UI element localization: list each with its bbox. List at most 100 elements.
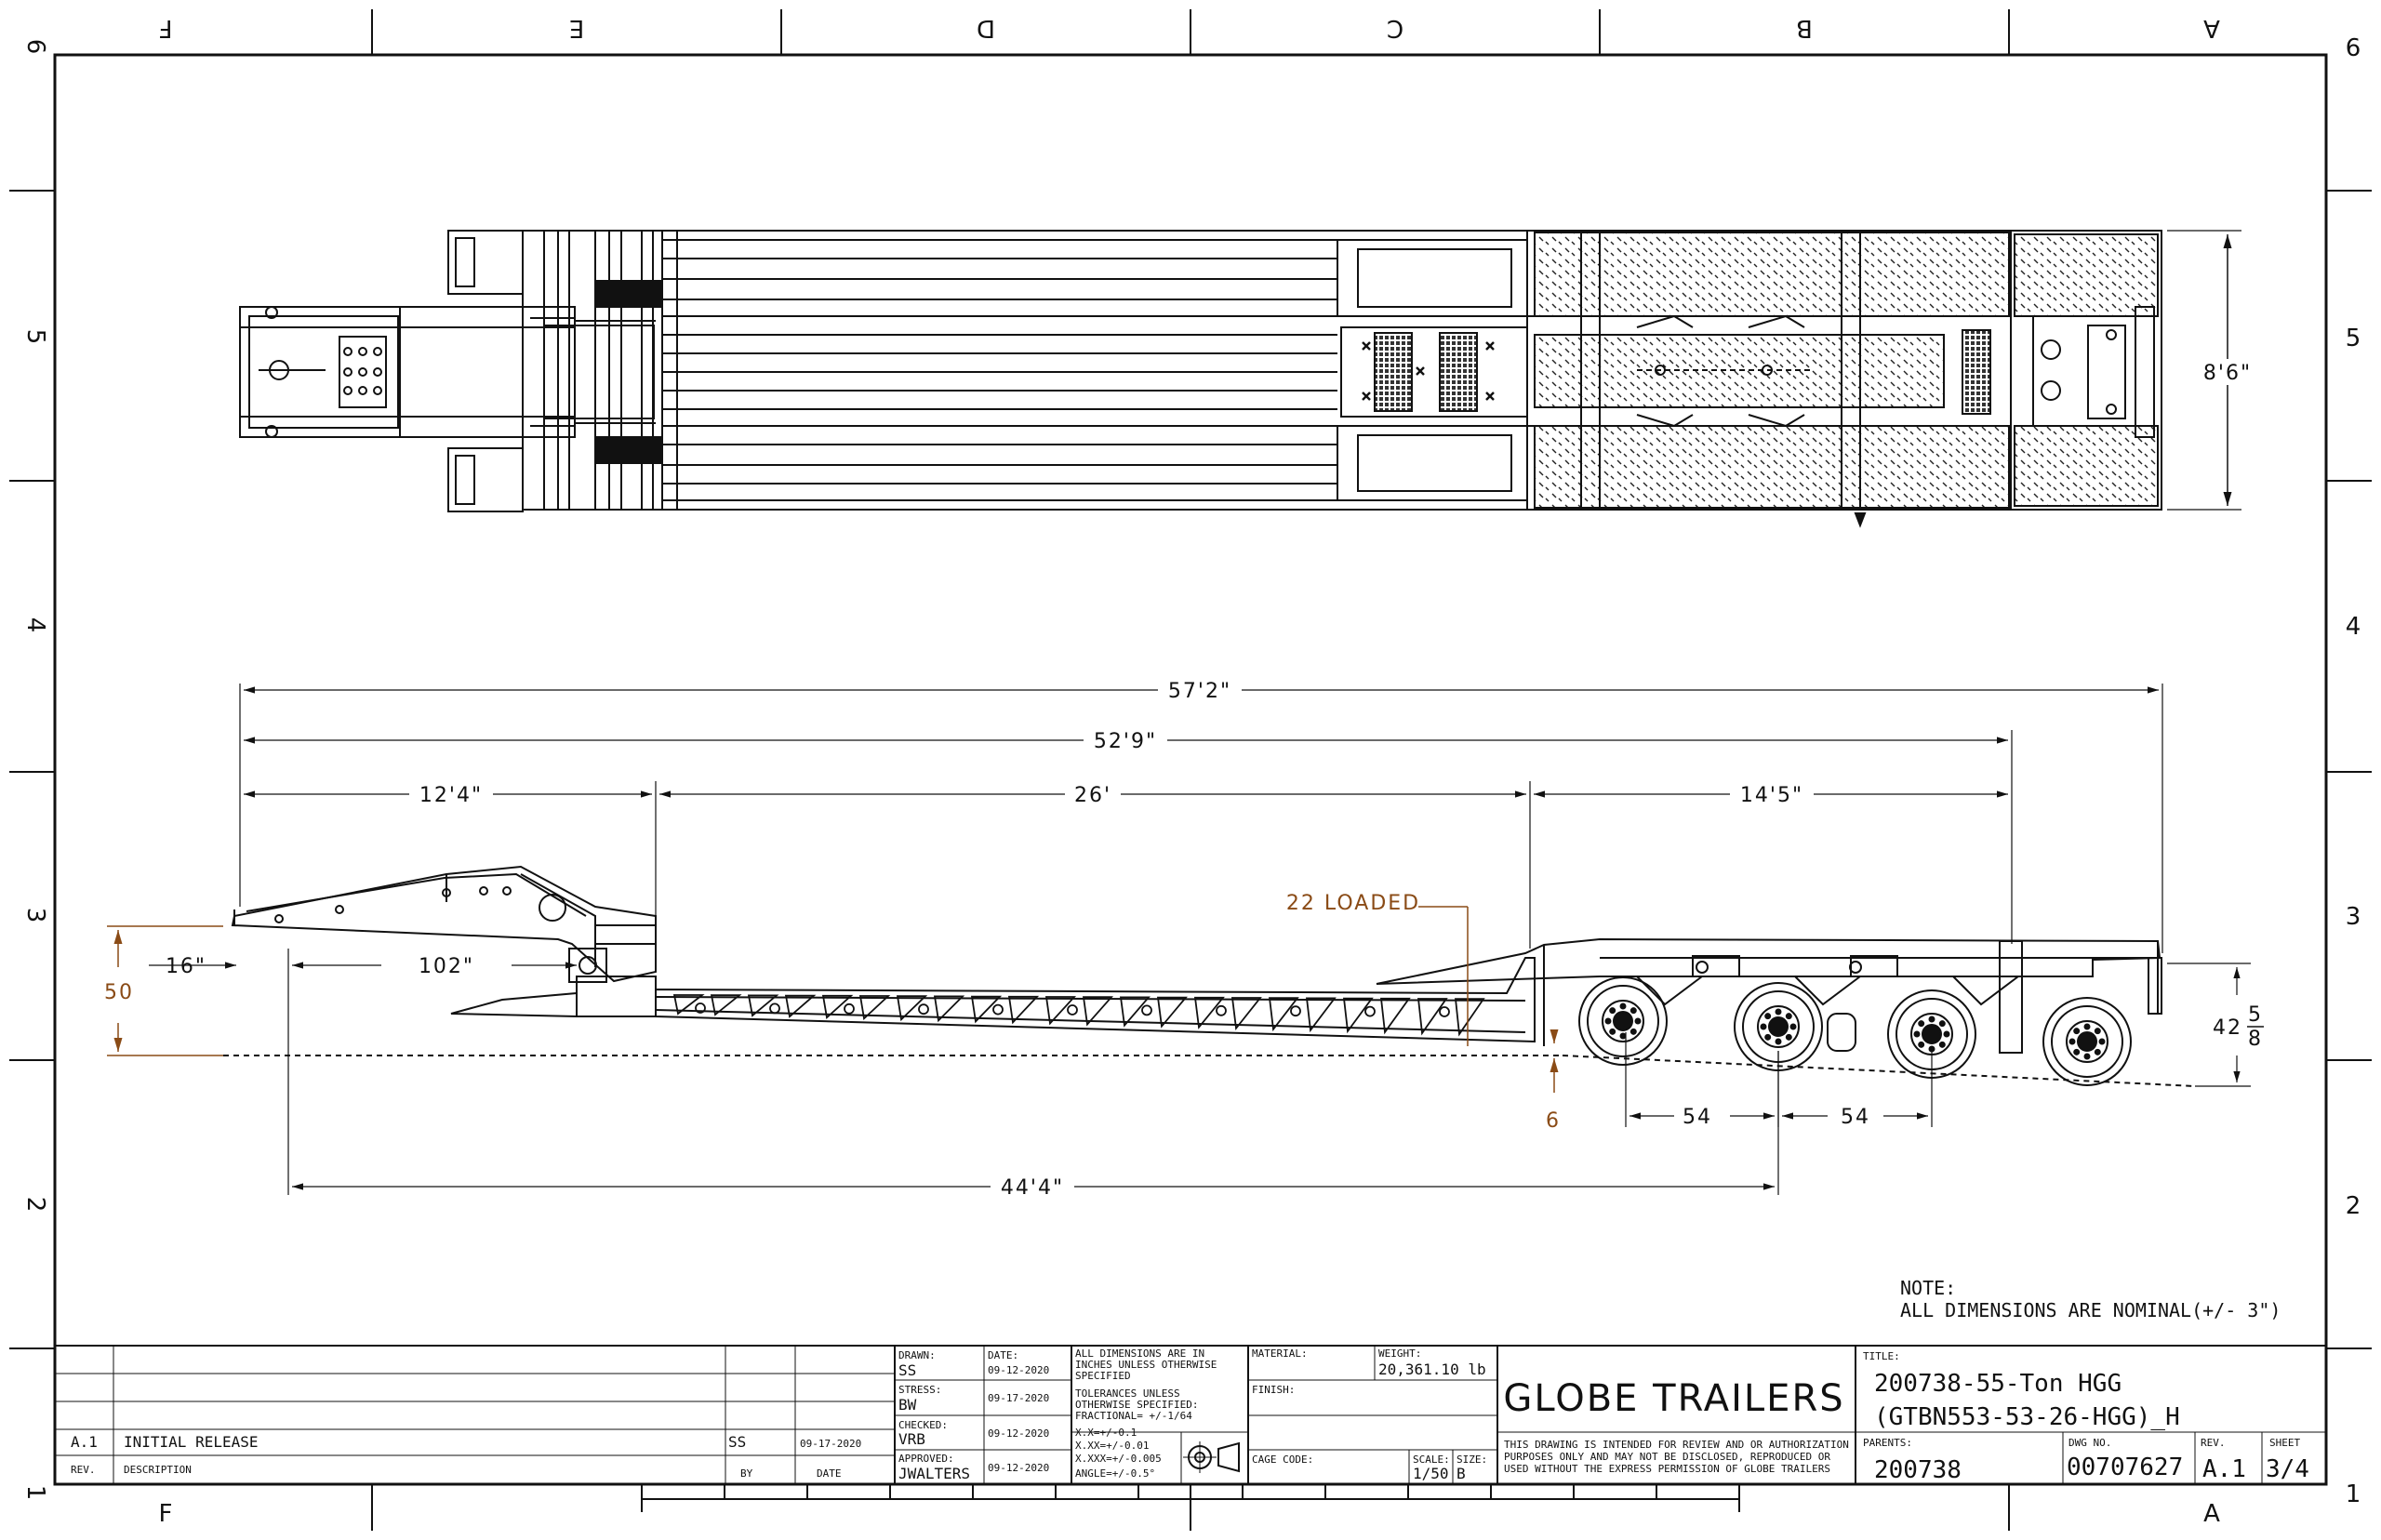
rev-value: A.1 (2202, 1455, 2246, 1483)
zone-col-top-d: D (977, 14, 995, 42)
lug-nut (1928, 1045, 1935, 1053)
lug-nut (1789, 1023, 1797, 1030)
tolerance-6: X.XXX=+/-0.005 (1075, 1453, 1162, 1465)
bracing-hole (1216, 1004, 1227, 1016)
lug-nut (1938, 1041, 1946, 1048)
tolerance-5: X.XX=+/-0.01 (1075, 1440, 1149, 1452)
lug-nut (2073, 1048, 2081, 1055)
cage-code-label: CAGE CODE: (1252, 1454, 1313, 1466)
lug-nut (1785, 1033, 1792, 1041)
scale-value: 1/50 (1413, 1465, 1449, 1482)
lug-nut (1634, 1017, 1642, 1025)
description-header: DESCRIPTION (124, 1464, 192, 1476)
scale-label: SCALE: (1413, 1454, 1450, 1466)
approved-date: 09-12-2020 (988, 1462, 1049, 1474)
dim-swing-clearance: 102" (419, 955, 474, 978)
lug-nut (1785, 1013, 1792, 1020)
zone-col-top-c: C (1387, 14, 1403, 42)
lug-nut (2098, 1038, 2106, 1045)
bracing-hole (918, 1003, 929, 1016)
bracing-triangle (1342, 997, 1374, 1034)
rim (1602, 1000, 1644, 1042)
zone-row-right-6: 6 (2346, 34, 2361, 62)
bracing-hole (695, 1002, 706, 1014)
highlight-dimensions (107, 906, 1559, 1093)
lug-nut (2068, 1038, 2076, 1045)
dim-axle-spread-2: 54 (1841, 1106, 1870, 1129)
lug-nut (1918, 1041, 1925, 1048)
bracing-triangle (1156, 996, 1188, 1029)
lug-nut (1609, 1028, 1616, 1035)
drawn-date: 09-12-2020 (988, 1364, 1049, 1376)
zone-row-left-2: 2 (21, 1197, 49, 1213)
bracing-triangle (1454, 998, 1485, 1037)
checked-date: 09-12-2020 (988, 1427, 1049, 1440)
hub (1922, 1024, 1942, 1044)
zone-col-top-f: F (159, 14, 173, 42)
zone-row-left-3: 3 (21, 908, 49, 923)
lug-nut (1760, 1023, 1767, 1030)
tolerance-2: OTHERWISE SPECIFIED: (1075, 1399, 1198, 1411)
bracing-hole (1067, 1004, 1078, 1016)
dim-well-length: 26' (1074, 784, 1111, 807)
bracing-triangle (858, 995, 891, 1021)
lug-nut (1928, 1016, 1935, 1023)
approved-label: APPROVED: (898, 1453, 954, 1465)
material-label: MATERIAL: (1252, 1348, 1308, 1360)
zone-col-bottom-a: A (2203, 1500, 2220, 1528)
note-heading: NOTE: (1900, 1277, 1956, 1299)
bracing-hole (1141, 1004, 1152, 1016)
bracing-triangle (821, 994, 854, 1019)
dim-axle-spread-1: 54 (1683, 1106, 1712, 1129)
lug-nut (1764, 1013, 1772, 1020)
lug-nut (1619, 1032, 1627, 1040)
note-text: ALL DIMENSIONS ARE NOMINAL(+/- 3") (1900, 1299, 2281, 1321)
zone-row-right-1: 1 (2346, 1480, 2361, 1508)
dim-overall-length: 57'2" (1168, 680, 1231, 703)
sheet-value: 3/4 (2266, 1455, 2309, 1483)
lug-nut (1609, 1007, 1616, 1015)
drawn-label: DRAWN: (898, 1349, 936, 1361)
zone-row-right-3: 3 (2346, 903, 2361, 931)
disclaimer-1: THIS DRAWING IS INTENDED FOR REVIEW AND … (1504, 1439, 1849, 1451)
plan-view (239, 230, 2241, 528)
drawn-date-label: DATE: (988, 1349, 1018, 1361)
tire-inner (1587, 985, 1659, 1057)
disclaimer-3: USED WITHOUT THE EXPRESS PERMISSION OF G… (1504, 1463, 1830, 1475)
dim-gooseneck-length: 12'4" (419, 784, 483, 807)
dim-ground-clearance: 6 (1546, 1109, 1561, 1133)
zone-row-right-4: 4 (2346, 613, 2361, 641)
zone-row-left-1: 1 (21, 1485, 49, 1501)
drawn-by: SS (898, 1361, 916, 1379)
bracing-triangle (1119, 996, 1151, 1028)
bracing-hole (844, 1002, 855, 1015)
zone-row-left-4: 4 (21, 617, 49, 633)
title-block-text: A.1 INITIAL RELEASE SS 09-17-2020 REV. D… (71, 1348, 2309, 1484)
zone-row-right-5: 5 (2346, 325, 2361, 352)
hub (1768, 1016, 1789, 1037)
lug-nut (1938, 1020, 1946, 1028)
bracing-hole (1439, 1006, 1450, 1017)
dim-loaded-height: 22 LOADED (1286, 892, 1420, 915)
dwg-no-label: DWG NO. (2068, 1437, 2111, 1449)
zone-col-top-b: B (1796, 14, 1813, 42)
width-dim-bg (2195, 359, 2260, 385)
lug-nut (2094, 1048, 2101, 1055)
bracing-triangle (1193, 996, 1225, 1029)
stress-label: STRESS: (898, 1384, 941, 1396)
rim (1757, 1005, 1800, 1048)
lug-nut (1764, 1033, 1772, 1041)
zone-labels: F E D C B A F A 6 5 4 3 2 1 6 5 4 3 2 1 (21, 14, 2361, 1528)
lug-nut (1604, 1017, 1612, 1025)
bracing-triangle (1379, 997, 1411, 1035)
rev-row-date: 09-17-2020 (800, 1438, 861, 1450)
tire (2042, 997, 2132, 1086)
side-view (231, 865, 2162, 1054)
lug-nut (1629, 1028, 1637, 1035)
stress-date: 09-17-2020 (988, 1392, 1049, 1404)
rim (2066, 1020, 2108, 1063)
disclaimer-2: PURPOSES ONLY AND MAY NOT BE DISCLOSED, … (1504, 1451, 1830, 1463)
bracing-hole (769, 1002, 780, 1015)
lug-nut (1629, 1007, 1637, 1015)
